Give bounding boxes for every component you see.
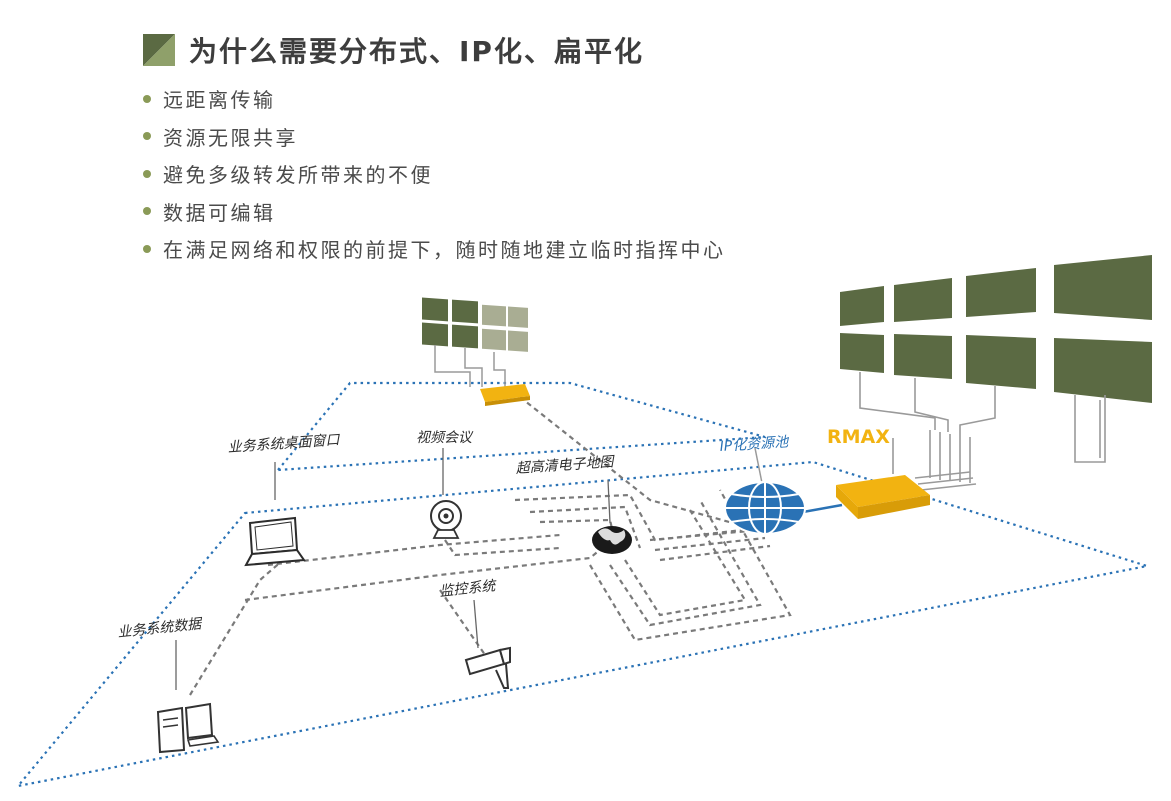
webcam-icon	[430, 448, 462, 539]
bullet-dot-icon	[143, 94, 151, 103]
laptop-icon	[244, 462, 306, 567]
label-ip-pool: IP化资源池	[719, 434, 791, 455]
title-square-icon	[143, 34, 175, 66]
label-business-data: 业务系统数据	[117, 616, 204, 641]
bullet-dot-icon	[143, 244, 151, 253]
bullet-dot-icon	[143, 207, 151, 216]
network-plane-inner	[277, 381, 766, 472]
label-rmax: RMAX	[827, 426, 890, 448]
bullet-text: 资源无限共享	[163, 125, 298, 150]
bullet-text: 远距离传输	[163, 88, 276, 113]
rmax-device	[836, 438, 930, 519]
label-desktop-window: 业务系统桌面窗口	[227, 432, 341, 456]
globe-icon	[724, 447, 843, 535]
bullet-text: 数据可编辑	[163, 200, 276, 225]
map-globe-icon	[592, 479, 632, 554]
label-monitor-system: 监控系统	[439, 578, 498, 600]
small-video-wall	[422, 297, 528, 387]
label-video-conference: 视频会议	[416, 430, 474, 446]
bullet-item: 数据可编辑	[143, 193, 726, 231]
small-decoder-box	[480, 384, 530, 406]
bullet-item: 资源无限共享	[143, 118, 726, 156]
security-camera-icon	[464, 599, 511, 689]
title-row: 为什么需要分布式、IP化、扁平化	[143, 30, 644, 70]
bullet-item: 远距离传输	[143, 80, 726, 118]
bullet-item: 在满足网络和权限的前提下，随时随地建立临时指挥中心	[143, 230, 726, 268]
page-title: 为什么需要分布式、IP化、扁平化	[189, 35, 644, 68]
bullet-dot-icon	[143, 169, 151, 178]
large-video-wall	[840, 255, 1152, 491]
label-hd-map: 超高清电子地图	[515, 454, 616, 477]
desktop-computer-icon	[156, 640, 220, 754]
bullet-text: 在满足网络和权限的前提下，随时随地建立临时指挥中心	[163, 238, 726, 263]
bullet-list: 远距离传输 资源无限共享 避免多级转发所带来的不便 数据可编辑 在满足网络和权限…	[143, 80, 726, 268]
bullet-item: 避免多级转发所带来的不便	[143, 155, 726, 193]
bullet-text: 避免多级转发所带来的不便	[163, 163, 433, 188]
bullet-dot-icon	[143, 132, 151, 141]
